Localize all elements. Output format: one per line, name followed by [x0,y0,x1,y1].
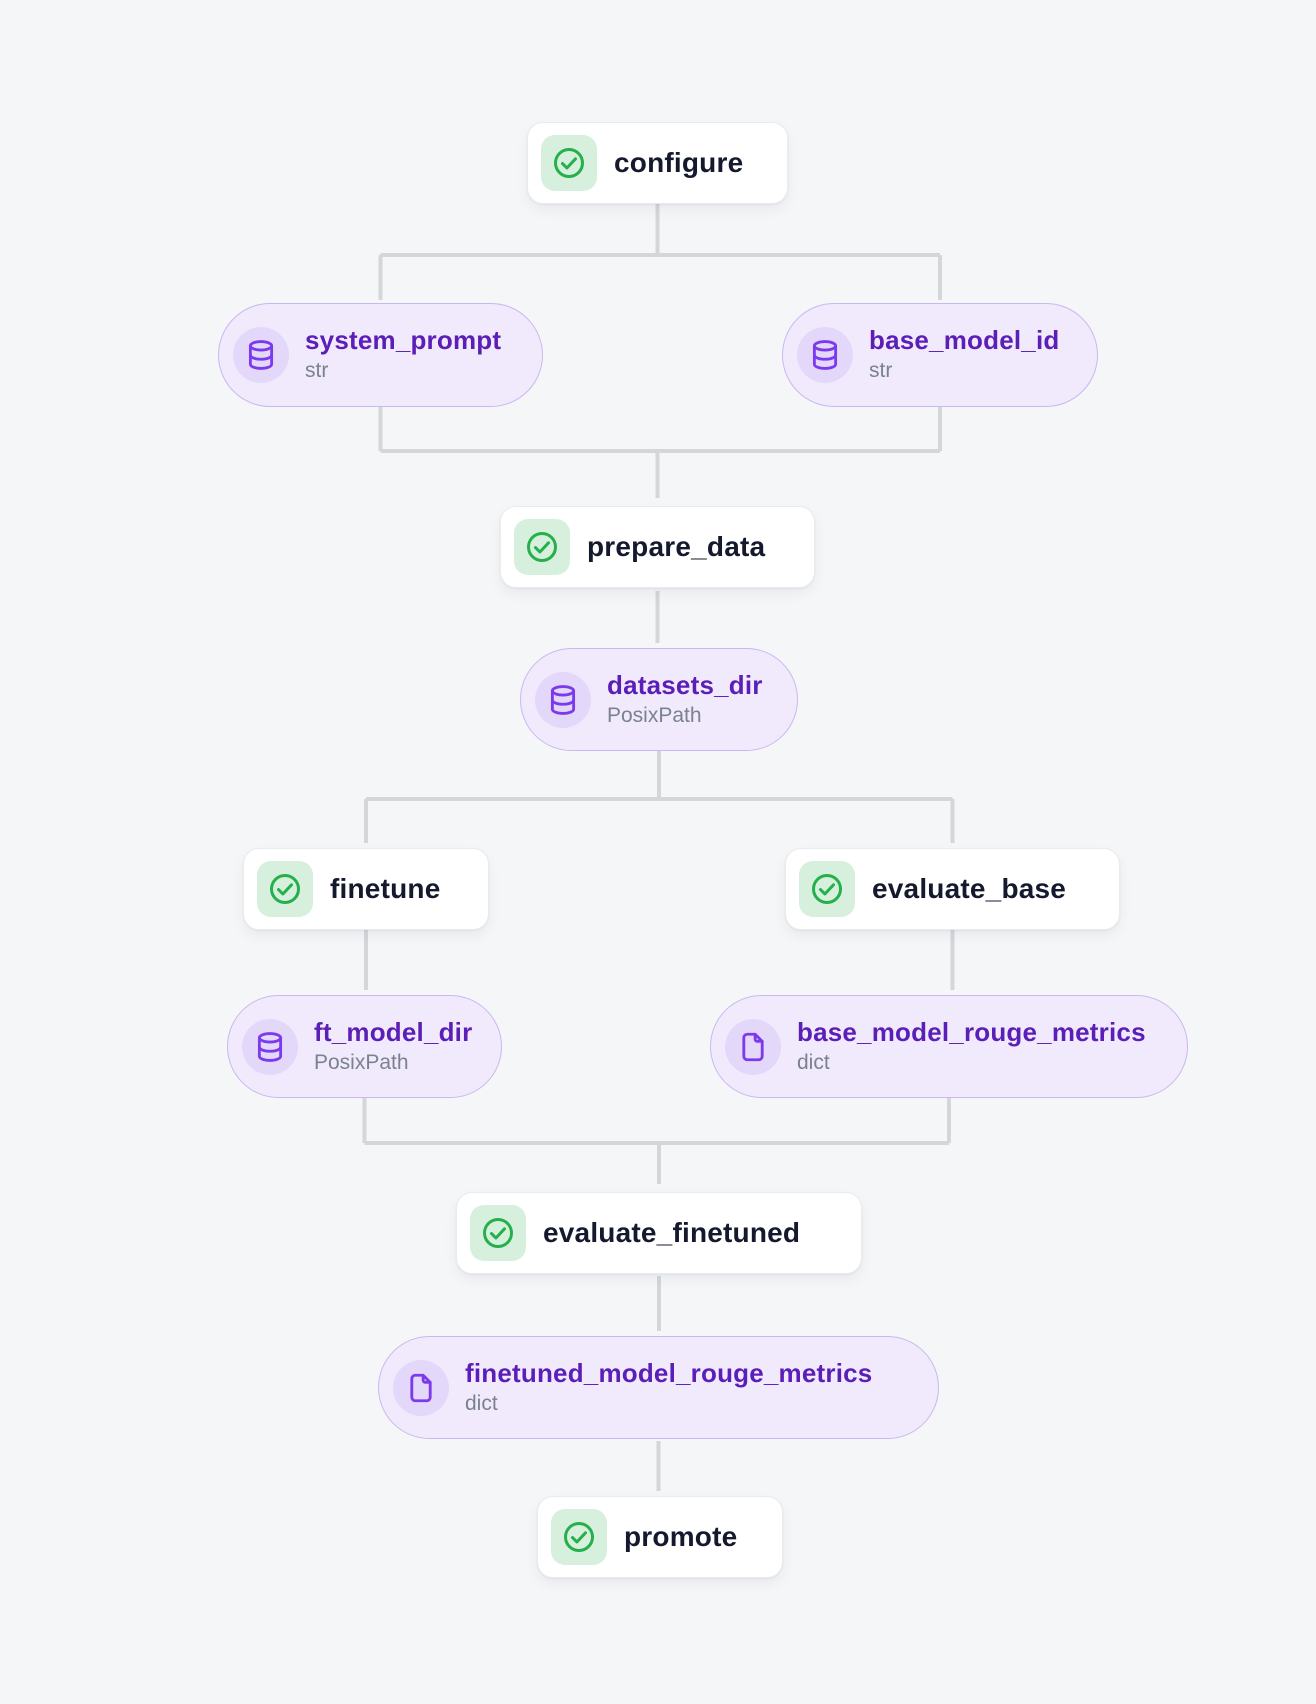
data-node-ft-model-dir[interactable]: ft_model_dir PosixPath [227,995,502,1098]
data-node-type: PosixPath [607,703,702,727]
task-node-label: configure [614,147,744,178]
data-node-label: datasets_dir [607,669,763,700]
task-node-label: promote [624,1521,738,1552]
data-node-type: PosixPath [314,1050,409,1074]
data-node-datasets-dir[interactable]: datasets_dir PosixPath [520,648,798,751]
task-node-finetune[interactable]: finetune [243,848,489,930]
task-node-promote[interactable]: promote [537,1496,783,1578]
check-circle-icon [551,1509,607,1565]
data-node-base-model-rouge-metrics[interactable]: base_model_rouge_metrics dict [710,995,1188,1098]
task-node-evaluate-base[interactable]: evaluate_base [785,848,1120,930]
edge-datasets-dir-to-tasks [364,751,955,843]
data-node-system-prompt[interactable]: system_prompt str [218,303,543,407]
data-node-type: dict [465,1391,498,1415]
data-node-label: base_model_id [869,325,1060,356]
data-node-label: ft_model_dir [314,1016,473,1047]
check-circle-icon [470,1205,526,1261]
data-node-label: system_prompt [305,325,502,356]
check-circle-icon [514,519,570,575]
task-node-evaluate-finetuned[interactable]: evaluate_finetuned [456,1192,862,1274]
file-icon [725,1018,781,1075]
database-icon [242,1018,298,1075]
data-node-base-model-id[interactable]: base_model_id str [782,303,1098,407]
database-icon [233,327,289,383]
task-node-prepare-data[interactable]: prepare_data [500,506,815,588]
task-node-configure[interactable]: configure [527,122,788,204]
task-node-label: finetune [330,873,441,904]
task-node-label: evaluate_finetuned [543,1217,801,1248]
edge-artifacts-to-evaluate-finetuned [362,1098,951,1184]
check-circle-icon [541,135,597,191]
data-node-type: str [305,359,329,383]
database-icon [535,671,591,728]
edge-inputs-to-prepare-data [378,407,942,498]
file-icon [393,1359,449,1416]
data-node-finetuned-model-rouge-metrics[interactable]: finetuned_model_rouge_metrics dict [378,1336,939,1439]
edge-configure-to-inputs [378,204,942,300]
data-node-type: dict [797,1050,830,1074]
task-node-label: evaluate_base [872,873,1067,904]
data-node-type: str [869,359,893,383]
check-circle-icon [799,861,855,917]
data-node-label: base_model_rouge_metrics [797,1016,1146,1047]
task-node-label: prepare_data [587,531,766,562]
check-circle-icon [257,861,313,917]
data-node-label: finetuned_model_rouge_metrics [465,1357,873,1388]
database-icon [797,327,853,383]
